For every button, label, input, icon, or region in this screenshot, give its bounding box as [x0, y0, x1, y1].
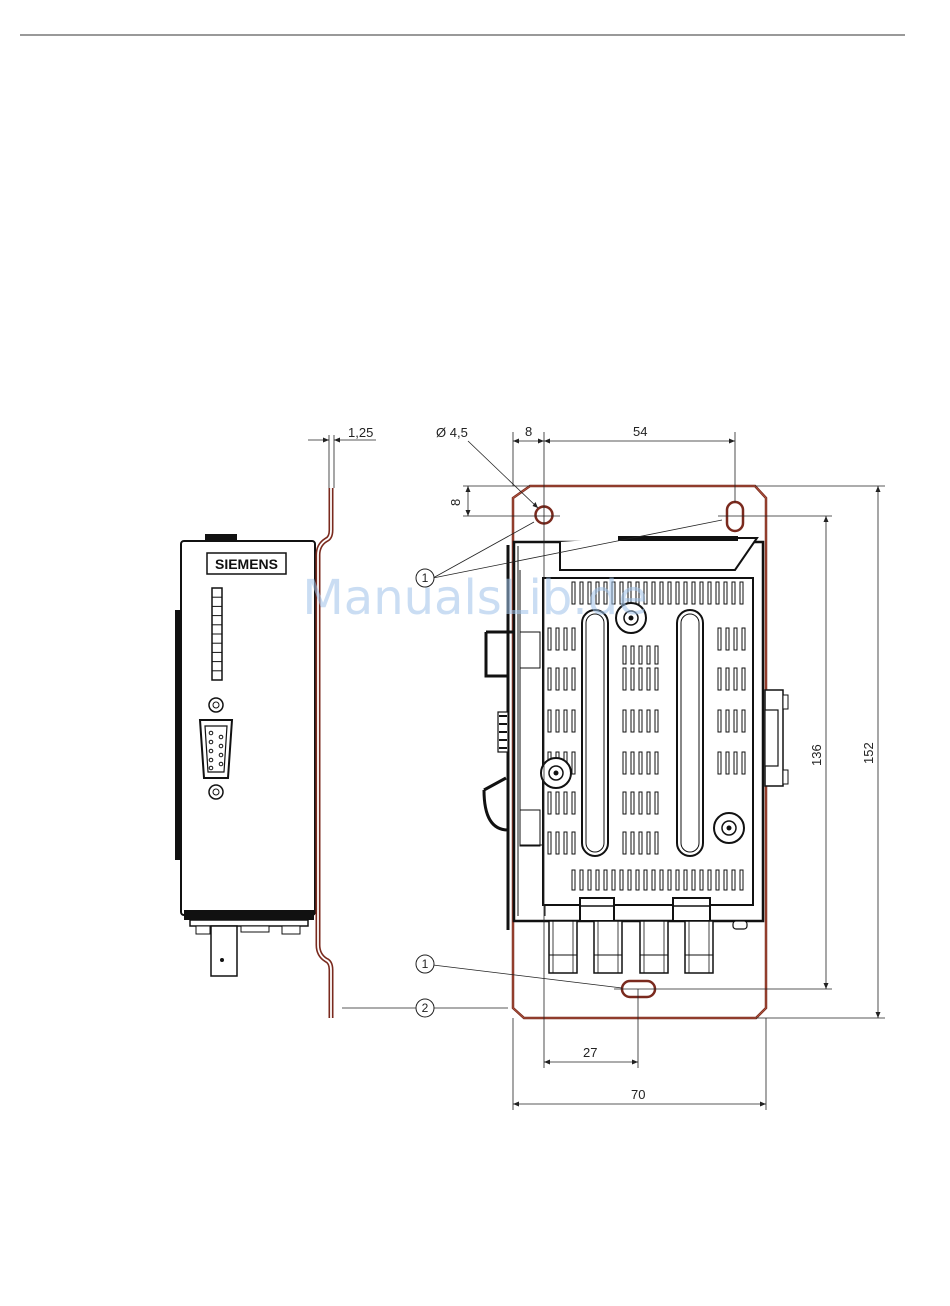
front-view	[484, 486, 788, 1018]
side-module-top-tab	[205, 534, 237, 541]
watermark: ManualsLib.de	[302, 570, 647, 626]
dim-bottom-slot-offset-label: 27	[583, 1045, 597, 1060]
cooling-cover	[543, 578, 753, 905]
dim-hole-diameter-label: Ø 4,5	[436, 425, 468, 440]
side-module-rear-edge	[175, 610, 181, 860]
side-bracket	[318, 488, 331, 1018]
callout-2-label: 2	[422, 1001, 429, 1015]
dim-plate-width: 70	[513, 1018, 766, 1110]
dim-bracket-thickness-label: 1,25	[348, 425, 373, 440]
mounting-slot-top-right	[727, 502, 743, 531]
dim-mount-height-label: 136	[809, 744, 824, 766]
housing-top-bevel	[560, 538, 757, 570]
dim-bottom-slot-offset: 27	[544, 989, 638, 1068]
dim-plate-height-label: 152	[861, 742, 876, 764]
dim-hole-diameter: Ø 4,5	[436, 425, 538, 508]
side-view: SIEMENS	[175, 488, 331, 1018]
brand-label: SIEMENS	[215, 556, 278, 572]
side-module-base	[184, 910, 314, 920]
dim-slot-spacing-label: 54	[633, 424, 647, 439]
connector-screw-top	[209, 698, 223, 712]
side-bnc-connector	[211, 926, 237, 976]
callout-1-bottom-label: 1	[422, 957, 429, 971]
callout-1-bottom: 1	[416, 955, 622, 988]
dim-bracket-thickness: 1,25	[308, 425, 376, 488]
dim-hole-offset-y-label: 8	[448, 499, 463, 506]
dim-plate-width-label: 70	[631, 1087, 645, 1102]
callout-2: 2	[342, 999, 508, 1017]
dim-slot-spacing: 54	[544, 424, 735, 502]
connector-screw-bottom	[209, 785, 223, 799]
dim-hole-offset-x-label: 8	[525, 424, 532, 439]
led-strip	[212, 588, 222, 680]
